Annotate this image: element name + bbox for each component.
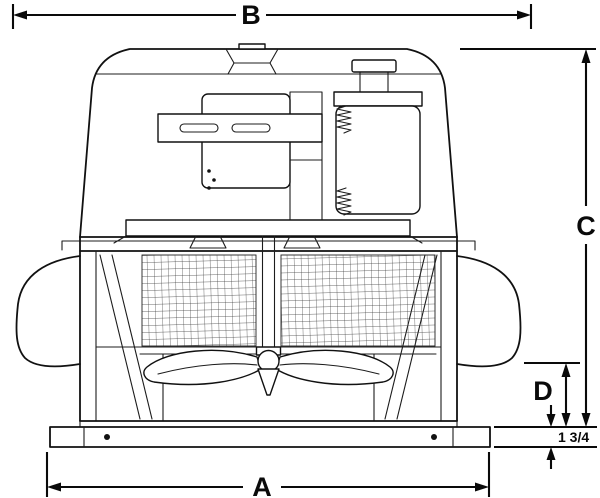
dim-label-a: A (252, 472, 272, 498)
dimension-d: D (524, 361, 580, 427)
cap-trapezoid (225, 48, 279, 64)
strut (111, 254, 153, 420)
hood-outline (79, 48, 458, 238)
bolt-hole (104, 434, 110, 440)
support-column (289, 91, 323, 223)
deck-plate (125, 219, 411, 237)
isolator-spring (336, 105, 352, 134)
bracket-slot (231, 123, 271, 133)
blade-crease-right (279, 363, 380, 375)
birdscreen (141, 254, 436, 347)
fan-blade-right (275, 349, 394, 386)
rivet-dot (207, 169, 211, 173)
isolator-spring (336, 187, 352, 216)
mounting-bracket (157, 113, 323, 143)
arrowhead-down (581, 413, 591, 427)
dimension-b: B (11, 0, 533, 30)
bolt-hole (431, 434, 437, 440)
deck-tabs (113, 235, 423, 244)
pulley (351, 59, 397, 73)
dimension-c: C (460, 47, 597, 429)
rivet-dot (207, 186, 211, 190)
dim-label-b: B (241, 0, 261, 30)
hood (79, 43, 458, 238)
dim-label-base-height: 1 3/4 (558, 429, 589, 445)
mesh-panel-left (141, 254, 257, 347)
cap-tab (238, 43, 266, 50)
arrowhead-up (561, 363, 571, 377)
fan-blade-left (143, 349, 262, 386)
arrowhead-right (517, 10, 531, 20)
mesh-panel-right (280, 254, 436, 347)
blade-crease-left (157, 363, 258, 375)
spinner-cone (257, 368, 280, 396)
flare-left (15, 255, 81, 368)
cap-skirt (211, 62, 293, 75)
arrowhead-down (546, 414, 556, 427)
arrowhead-left (47, 482, 61, 492)
dimension-base-height: 1 3/4 (494, 405, 597, 469)
rivet-dot (212, 178, 216, 182)
motor-body (335, 105, 421, 215)
arrowhead-up (581, 49, 591, 63)
bracket-slot (179, 123, 219, 133)
dimension-a: A (45, 452, 491, 498)
arrowhead-down (561, 413, 571, 427)
dim-label-d: D (533, 376, 553, 406)
motor-assembly (113, 59, 423, 249)
arrowhead-up (546, 447, 556, 460)
base-outline (49, 426, 491, 448)
deck-feet (189, 235, 321, 249)
arrowhead-left (13, 10, 27, 20)
motor-top-plate (333, 91, 423, 107)
propeller (143, 235, 394, 396)
dim-label-c: C (576, 211, 596, 241)
arrowhead-right (475, 482, 489, 492)
flare-right (456, 255, 522, 368)
hood-flange (61, 240, 476, 251)
base-channel (49, 420, 491, 448)
strut (99, 254, 141, 420)
fan-drawing (15, 43, 522, 448)
